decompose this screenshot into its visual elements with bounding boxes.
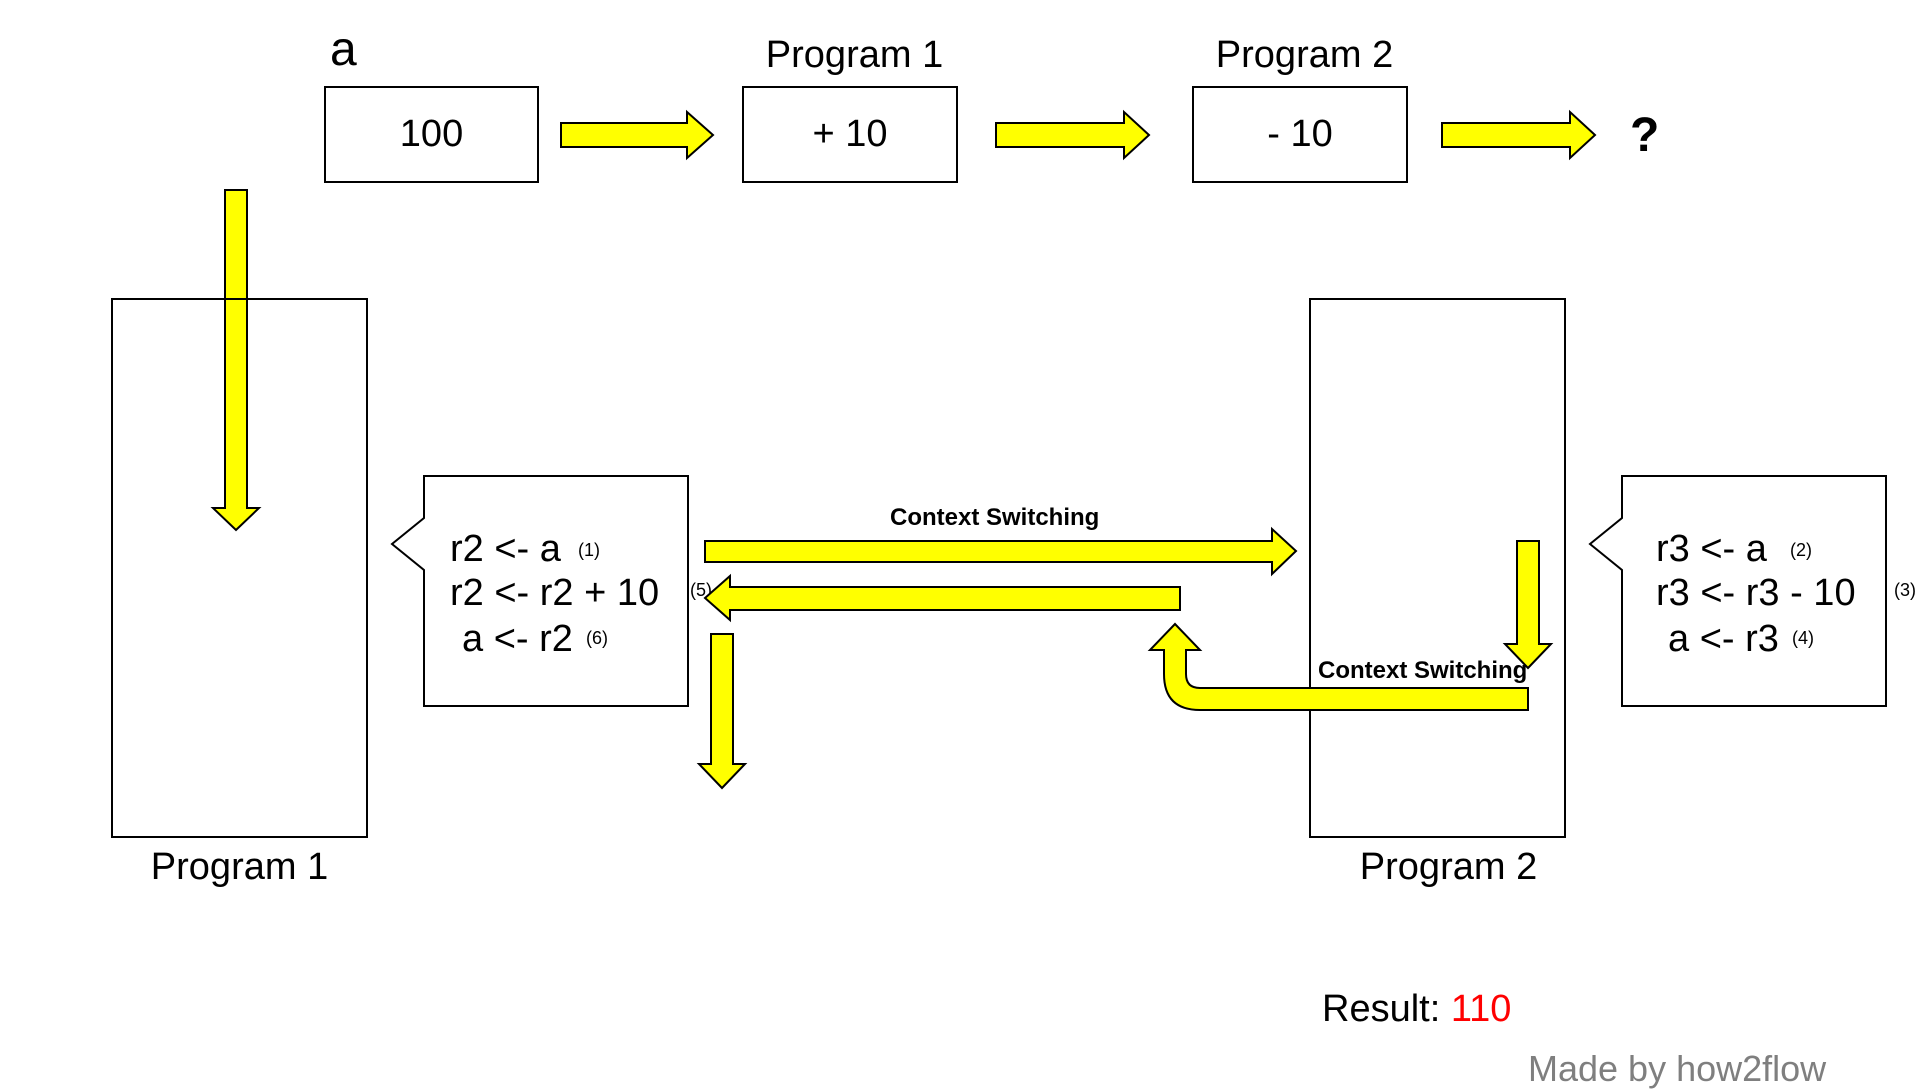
program1-step-1: (1) xyxy=(578,540,600,560)
program1-label: Program 1 xyxy=(150,846,329,888)
program2-step-3: (4) xyxy=(1792,628,1814,648)
program2-line-1: r3 <- a xyxy=(1656,528,1767,570)
program1-step-2: (5) xyxy=(690,580,712,600)
program2-step-2: (3) xyxy=(1894,580,1916,600)
program1-step-3: (6) xyxy=(586,628,608,648)
context-switch-arrow-to-p2 xyxy=(704,526,1298,577)
credit-text: Made by how2flow xyxy=(1528,1048,1827,1089)
arrow-down-entry xyxy=(210,189,262,532)
program1-line-3: a <- r2 xyxy=(462,618,573,660)
arrow-right-3 xyxy=(1441,109,1597,161)
top-program1-op-text: + 10 xyxy=(812,113,888,155)
top-program1-op-box: + 10 xyxy=(742,86,958,183)
program2-callout xyxy=(1588,475,1887,707)
top-program2-title: Program 2 xyxy=(1215,34,1394,76)
arrow-right-1 xyxy=(560,109,715,161)
result-line: Result: 110 xyxy=(1322,988,1511,1031)
top-program2-op-box: - 10 xyxy=(1192,86,1408,183)
variable-label: a xyxy=(330,23,357,76)
program1-line-1: r2 <- a xyxy=(450,528,561,570)
result-question-mark: ? xyxy=(1630,109,1660,162)
program1-line-2: r2 <- r2 + 10 xyxy=(450,572,660,614)
program1-block xyxy=(111,298,368,838)
program2-line-2: r3 <- r3 - 10 xyxy=(1656,572,1856,614)
return-arrow-to-p1 xyxy=(703,573,1181,623)
program2-line-3: a <- r3 xyxy=(1668,618,1779,660)
program2-label: Program 2 xyxy=(1359,846,1538,888)
context-switch-label-1: Context Switching xyxy=(890,504,1100,531)
top-program1-title: Program 1 xyxy=(765,34,944,76)
program2-block xyxy=(1309,298,1566,838)
result-value: 110 xyxy=(1450,988,1512,1030)
value-box-text: 100 xyxy=(399,113,464,155)
arrow-right-2 xyxy=(995,109,1151,161)
program1-continue-arrow xyxy=(696,633,748,790)
context-switch-label-2: Context Switching xyxy=(1318,657,1528,684)
program2-down-arrow xyxy=(1502,540,1554,670)
value-box: 100 xyxy=(324,86,539,183)
context-switch-arrow-curved xyxy=(1147,622,1529,711)
top-program2-op-text: - 10 xyxy=(1267,113,1333,155)
result-label: Result: xyxy=(1322,988,1441,1030)
program1-callout xyxy=(390,475,689,707)
program2-step-1: (2) xyxy=(1790,540,1812,560)
